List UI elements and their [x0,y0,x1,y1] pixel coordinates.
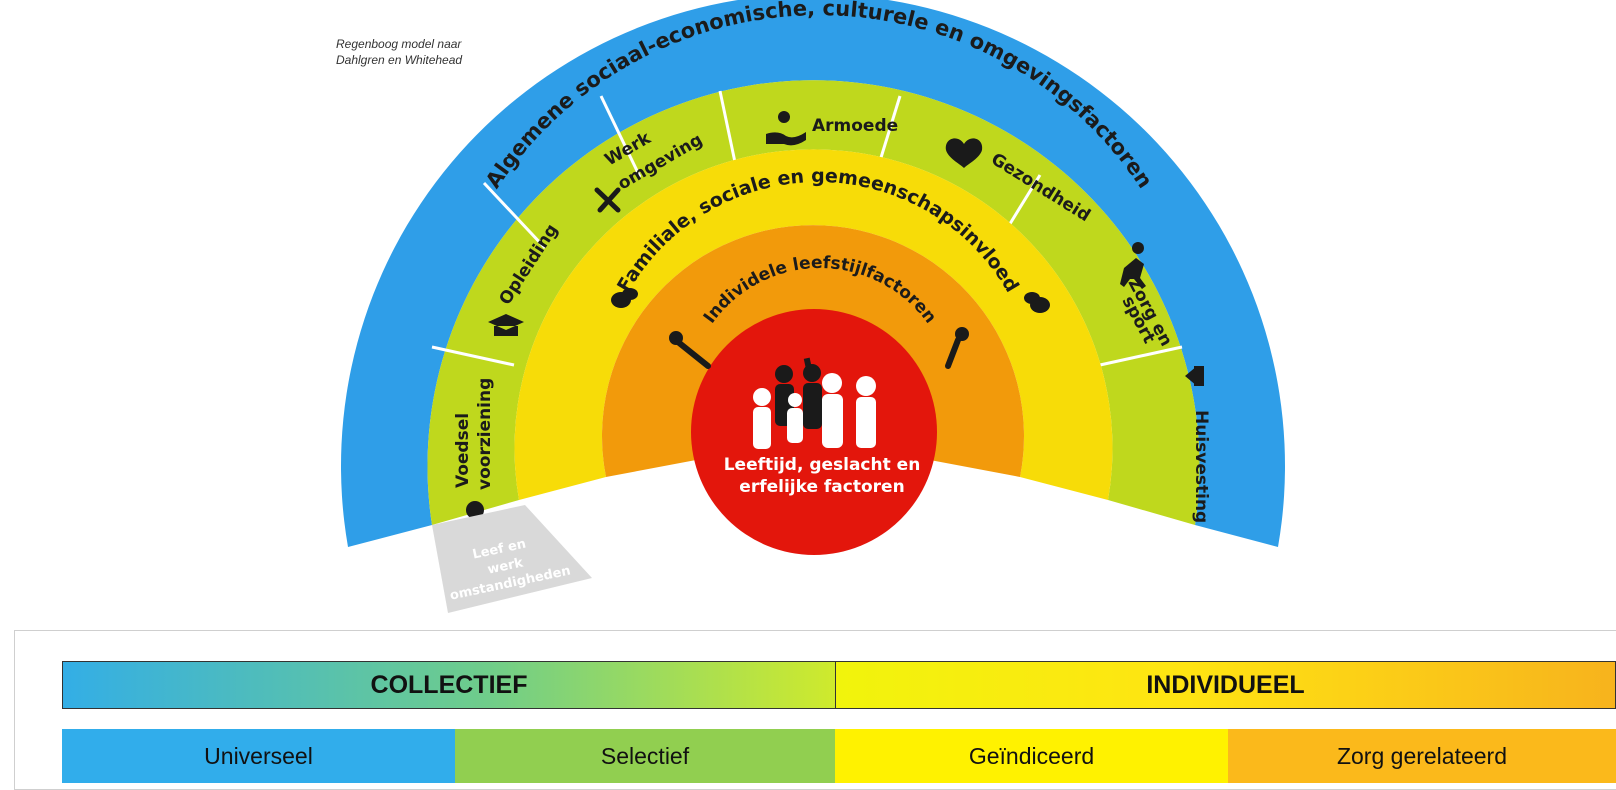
money-hand-icon [766,111,806,146]
collectief-bar: COLLECTIEF [62,661,836,709]
universeel-label: Universeel [204,742,313,769]
family-figures-icon [753,357,876,449]
worker-icon [594,187,621,213]
leef-werk-tag [432,505,592,613]
segment-huisvesting-label: Huisvesting [1191,410,1211,523]
universeel-bar: Universeel [62,729,455,783]
core-circle [691,309,937,555]
reclining-person-right-icon [945,327,969,369]
zorg-gerelateerd-label: Zorg gerelateerd [1336,742,1508,769]
outer-ring [341,0,1285,547]
segment-armoede-label: Armoede [812,116,898,136]
social-ring [514,149,1113,500]
heart-icon [945,138,983,168]
rainbow-diagram: Algemene sociaal-economische, culturele … [341,0,1285,613]
running-person-icon [1120,242,1146,289]
segment-dividers [431,90,1183,367]
individueel-label: INDIVIDUEEL [1146,670,1305,699]
apple-icon [466,501,484,519]
selectief-bar: Selectief [455,729,835,783]
segment-ring [427,80,1200,525]
source-credit-line1: Regenboog model naar [336,37,462,51]
geindiceerd-bar: Geïndiceerd [835,729,1228,783]
segment-voedsel-label-2: voorziening [475,378,495,490]
individueel-bar: INDIVIDUEEL [835,661,1616,709]
core-label-line2: erfelijke factoren [739,477,904,497]
geindiceerd-label: Geïndiceerd [968,742,1095,769]
segment-voedsel-label-1: Voedsel [453,413,473,488]
source-credit-line2: Dahlgren en Whitehead [336,53,463,67]
house-icon [1185,366,1204,386]
chat-bubble-right-icon [1024,292,1050,313]
reclining-person-left-icon [669,331,711,369]
selectief-label: Selectief [600,742,690,769]
core-label-line1: Leeftijd, geslacht en [724,455,921,475]
collectief-label: COLLECTIEF [370,670,528,699]
zorg-gerelateerd-bar: Zorg gerelateerd [1228,729,1616,783]
leef-label-line2: werk [486,555,525,577]
source-credit: Regenboog model naar Dahlgren en Whitehe… [336,36,462,68]
lifestyle-ring [602,225,1024,477]
chat-bubble-left-icon [611,288,638,308]
graduation-cap-icon [488,314,524,336]
